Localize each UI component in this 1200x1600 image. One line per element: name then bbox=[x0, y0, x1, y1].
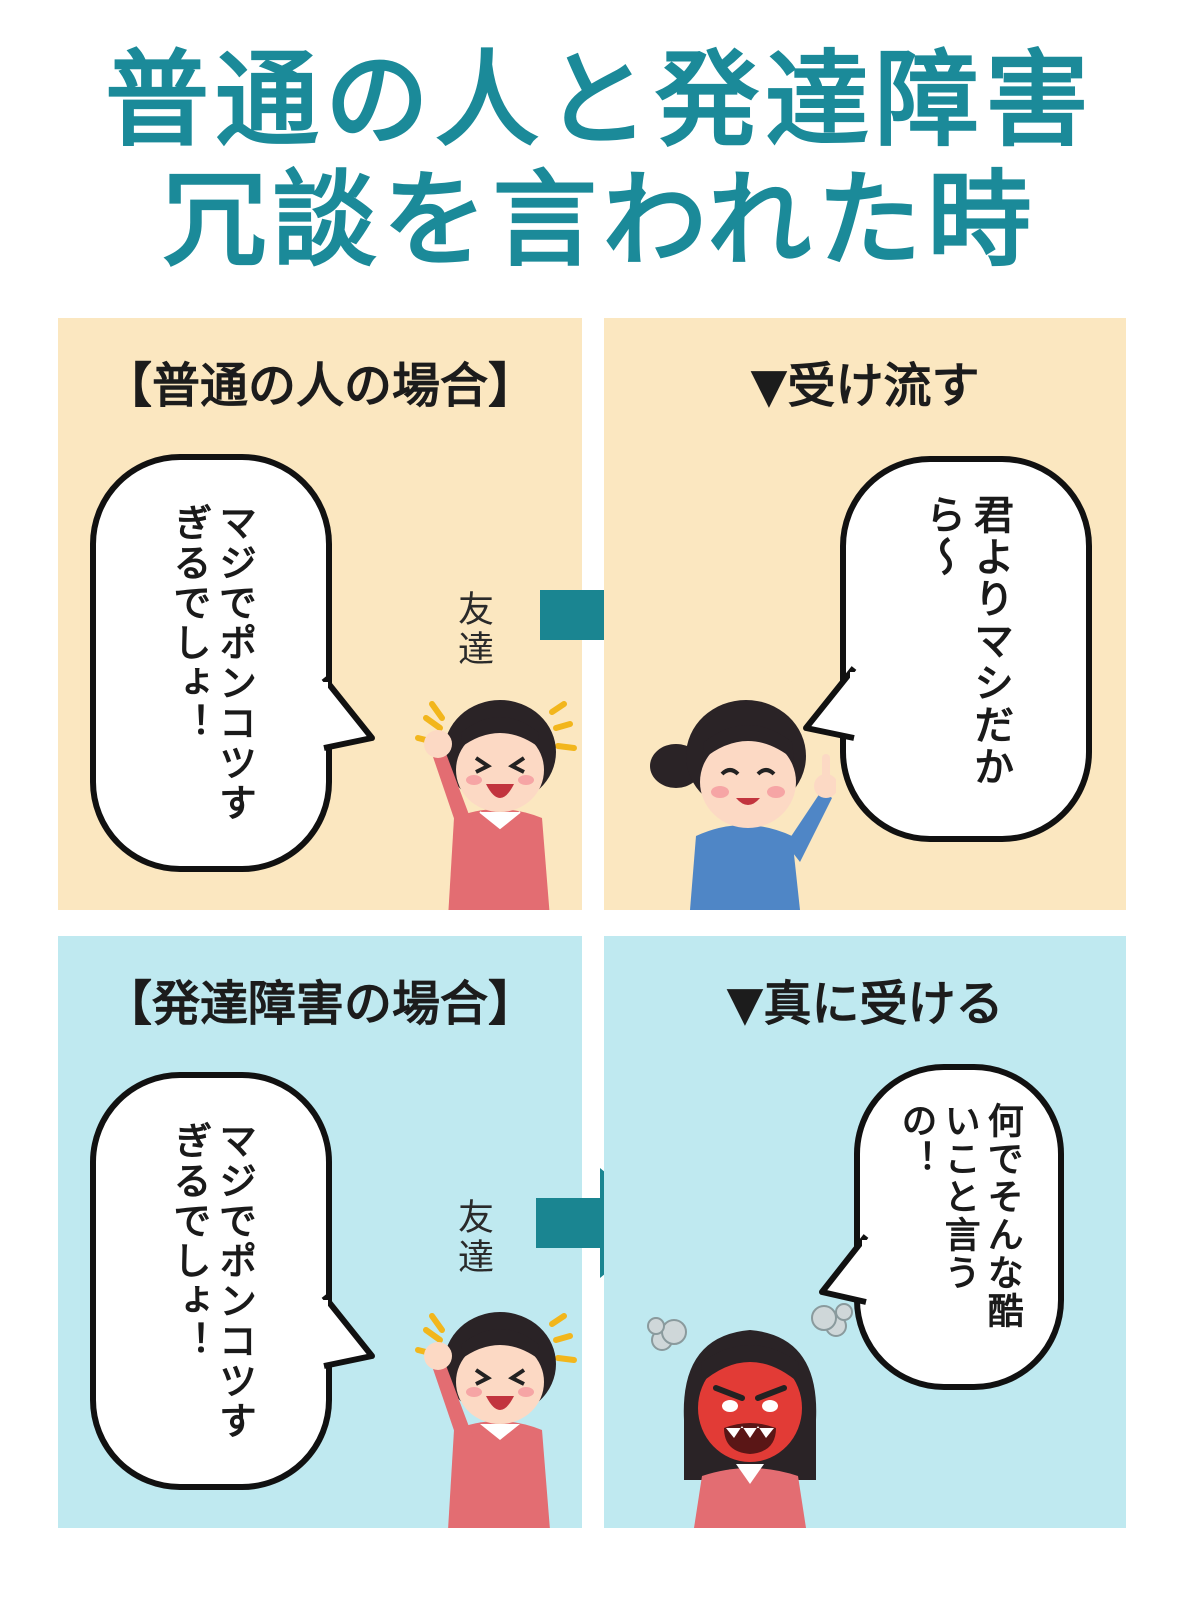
title-line-2: 冗談を言われた時 bbox=[162, 159, 1038, 281]
angry-person-illustration bbox=[647, 1303, 853, 1528]
speech-text-reply: 君よりマシだから～ bbox=[919, 494, 1013, 788]
speech-bubble-tail bbox=[320, 676, 375, 751]
friend-label: 友達 bbox=[452, 1198, 493, 1278]
panel-heading-take-literally: ▼真に受ける bbox=[726, 976, 1004, 1032]
laughing-friend-illustration bbox=[415, 700, 577, 910]
speech-bubble-joke: マジでポンコツすぎるでしょ！ bbox=[90, 454, 332, 872]
speech-bubble-tail bbox=[320, 1294, 375, 1369]
speech-text-joke: マジでポンコツすぎるでしょ！ bbox=[167, 1121, 257, 1441]
panel-heading-developmental: 【発達障害の場合】 bbox=[103, 976, 536, 1032]
panel-take-literally-result: ▼真に受ける 何でそんな酷いこと言うの！ bbox=[604, 936, 1126, 1528]
speech-text-joke: マジでポンコツすぎるでしょ！ bbox=[167, 503, 257, 823]
title-line-1: 普通の人と発達障害 bbox=[104, 39, 1095, 161]
panel-heading-deflect: ▼受け流す bbox=[750, 358, 980, 414]
speech-bubble-tail bbox=[819, 1234, 872, 1305]
panel-deflect-result: ▼受け流す 君よりマシだから～ bbox=[604, 318, 1126, 910]
panel-heading-normal: 【普通の人の場合】 bbox=[103, 358, 536, 414]
speech-bubble-tail bbox=[803, 666, 860, 741]
speech-bubble-reply: 君よりマシだから～ bbox=[840, 456, 1092, 842]
panel-developmental-case: 【発達障害の場合】 マジでポンコツすぎるでしょ！ 友達 bbox=[58, 936, 582, 1528]
panel-normal-case: 【普通の人の場合】 マジでポンコツすぎるでしょ！ 友達 bbox=[58, 318, 582, 910]
speech-text-angry-reply: 何でそんな酷いこと言うの！ bbox=[895, 1102, 1023, 1330]
laughing-friend-illustration bbox=[415, 1312, 577, 1528]
speech-bubble-angry-reply: 何でそんな酷いこと言うの！ bbox=[854, 1064, 1064, 1390]
friend-label: 友達 bbox=[452, 590, 493, 670]
arrow-right-icon bbox=[536, 1168, 666, 1278]
smiling-person-illustration bbox=[650, 700, 836, 910]
speech-bubble-joke: マジでポンコツすぎるでしょ！ bbox=[90, 1072, 332, 1490]
